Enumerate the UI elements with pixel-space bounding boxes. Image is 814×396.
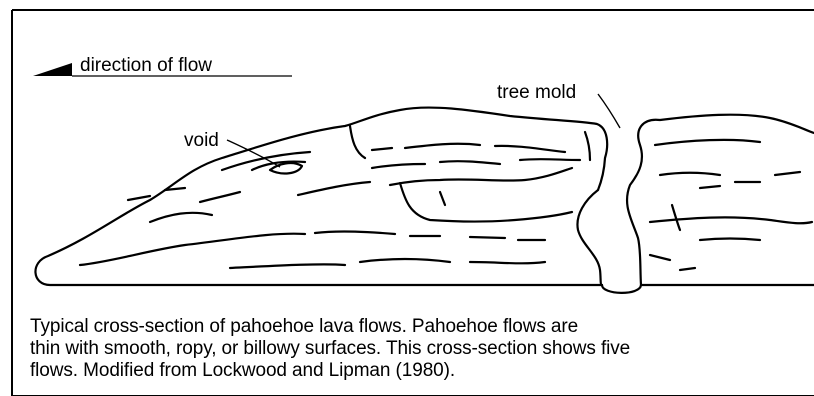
figure-caption: Typical cross-section of pahoehoe lava f… xyxy=(30,316,810,382)
caption-line-3: flows. Modified from Lockwood and Lipman… xyxy=(30,360,810,382)
flow-lobe-middle xyxy=(390,168,572,185)
flow-boundary-3 xyxy=(150,213,212,222)
tree-mold-leader-line xyxy=(598,94,620,128)
flow-boundary-1d xyxy=(470,237,505,238)
flow-boundary-1 xyxy=(80,234,305,265)
flow-direction-legend: direction of flow xyxy=(33,55,292,76)
flow-boundary-6h xyxy=(650,255,670,260)
flow-boundary-5c xyxy=(405,144,480,148)
flow-boundary-2b xyxy=(360,259,450,262)
flow-boundary-2 xyxy=(230,264,345,268)
flow-boundary-5h xyxy=(585,132,590,160)
caption-line-1: Typical cross-section of pahoehoe lava f… xyxy=(30,316,810,338)
label-leaders xyxy=(227,94,620,167)
flow-lobe-middle-drop xyxy=(400,183,572,222)
flow-boundary-5f xyxy=(440,161,500,164)
flow-boundary-6f xyxy=(650,217,812,223)
flow-direction-arrow-icon xyxy=(33,63,72,76)
flow-boundary-6c xyxy=(700,186,720,188)
flow-boundary-4 xyxy=(440,192,445,205)
tree-mold-bottom xyxy=(602,285,641,293)
flow-boundary-5d xyxy=(495,146,565,152)
lava-flow-cross-section xyxy=(35,108,814,293)
flow-boundary-3b xyxy=(128,196,150,200)
tree-mold-label: tree mold xyxy=(497,82,576,103)
flow-boundary-3f xyxy=(298,182,370,195)
flow-boundary-6j xyxy=(680,268,695,270)
flow-boundary-1b xyxy=(315,231,395,234)
flow-boundary-6i xyxy=(672,205,680,230)
flow-boundary-6g xyxy=(700,239,760,241)
legend-label: direction of flow xyxy=(80,55,212,76)
caption-line-2: thin with smooth, ropy, or billowy surfa… xyxy=(30,338,810,360)
flow-boundary-6 xyxy=(655,140,760,145)
flow-boundary-5b xyxy=(372,148,392,150)
flow-boundary-3d xyxy=(200,192,240,202)
tree-mold-left xyxy=(577,190,602,285)
flow-boundary-5e xyxy=(372,164,425,168)
flow-boundary-5g xyxy=(520,159,580,160)
flow-boundary-2c xyxy=(470,262,545,263)
void-label: void xyxy=(184,130,219,151)
flow-boundary-5 xyxy=(350,126,365,158)
flow-boundary-6b xyxy=(660,173,720,175)
flow-boundary-6e xyxy=(775,172,800,175)
